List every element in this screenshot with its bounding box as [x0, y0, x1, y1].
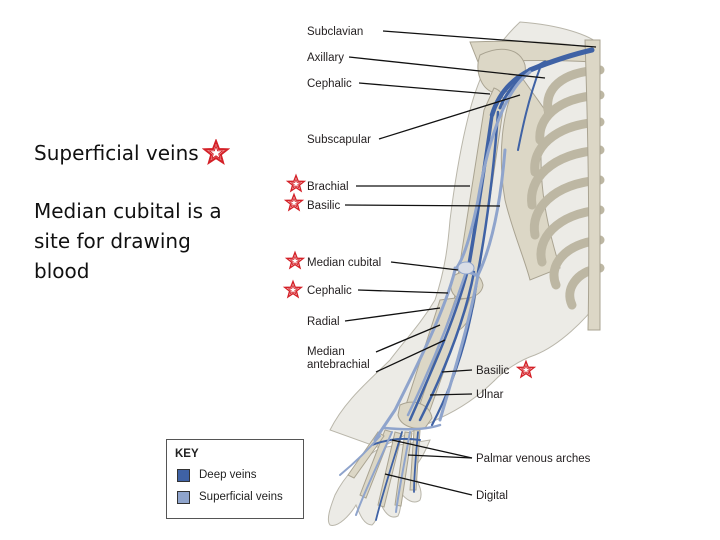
label-median-antebrachial-2: antebrachial [307, 359, 370, 371]
key-title: KEY [175, 448, 199, 460]
label-basilic-upper: Basilic [307, 200, 340, 212]
key-superficial-label: Superficial veins [199, 491, 283, 503]
key-row-deep: Deep veins [177, 468, 257, 482]
label-basilic-lower: Basilic [476, 365, 509, 377]
label-subclavian: Subclavian [307, 26, 363, 38]
label-median-antebrachial-1: Median [307, 346, 345, 358]
star-icon [517, 360, 535, 378]
key-legend: KEY Deep veins Superficial veins [166, 439, 304, 519]
label-cephalic-upper: Cephalic [307, 78, 352, 90]
star-icon [201, 138, 231, 166]
label-digital: Digital [476, 490, 508, 502]
label-radial: Radial [307, 316, 340, 328]
label-subscapular: Subscapular [307, 134, 371, 146]
star-icon [285, 193, 303, 211]
star-icon [284, 280, 302, 298]
label-brachial: Brachial [307, 181, 349, 193]
deep-vein-swatch [177, 468, 190, 482]
label-axillary: Axillary [307, 52, 344, 64]
leader-lines [344, 30, 597, 496]
label-ulnar: Ulnar [476, 389, 504, 401]
key-deep-label: Deep veins [199, 469, 257, 481]
key-row-superficial: Superficial veins [177, 490, 283, 504]
note-title: Superficial veins [34, 138, 231, 168]
note-body: Median cubital is a site for drawing blo… [34, 199, 222, 283]
veins [339, 47, 595, 521]
star-icon [287, 174, 305, 192]
label-median-cubital: Median cubital [307, 257, 381, 269]
star-icon [286, 251, 304, 269]
superficial-vein-swatch [177, 490, 190, 504]
label-palmar-venous-arches: Palmar venous arches [476, 453, 591, 465]
label-cephalic-lower: Cephalic [307, 285, 352, 297]
